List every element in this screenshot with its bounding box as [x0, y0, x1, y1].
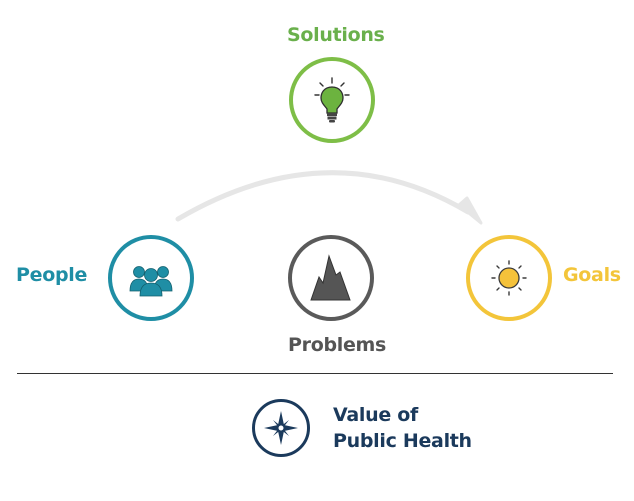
people-node — [108, 235, 194, 321]
legend-line-2: Public Health — [333, 430, 472, 452]
legend-line-1: Value of — [333, 404, 418, 426]
mountain-icon — [310, 254, 351, 301]
value-of-public-health-badge — [252, 399, 310, 457]
lightbulb-icon — [314, 77, 350, 123]
solutions-node — [289, 57, 375, 143]
sun-icon — [491, 260, 527, 296]
people-group-icon — [129, 266, 173, 297]
problems-node — [288, 235, 374, 321]
goals-label: Goals — [563, 264, 621, 286]
problems-label: Problems — [288, 334, 387, 356]
goals-node — [466, 235, 552, 321]
solutions-label: Solutions — [287, 24, 385, 46]
compass-icon — [264, 411, 298, 445]
divider — [17, 373, 613, 374]
legend-text: Value of Public Health — [333, 402, 472, 454]
people-label: People — [16, 264, 88, 286]
